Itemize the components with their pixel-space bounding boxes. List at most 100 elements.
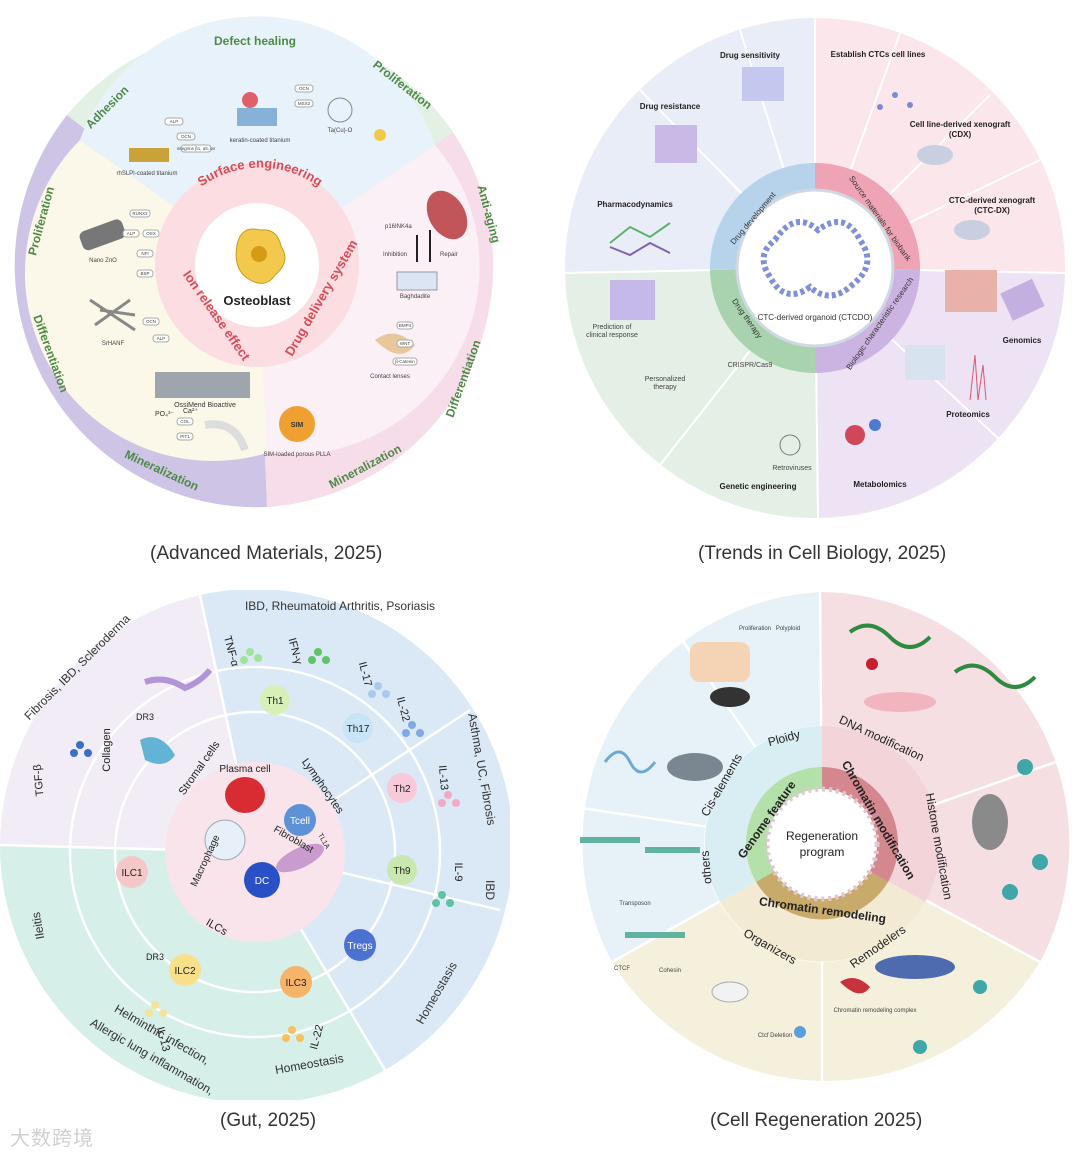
th1-label: Th1 — [266, 696, 284, 707]
ilc1-label: ILC1 — [121, 868, 143, 879]
metabolite-icon — [845, 425, 865, 445]
cohesin-label: Cohesin — [659, 968, 681, 974]
keratin-label: keratin-coated titanium — [230, 138, 291, 144]
panel-regeneration-diagram: Regeneration program Genome feature Chro… — [570, 592, 1075, 1097]
plasma-cell-icon — [225, 777, 265, 813]
gene-alp2-label: ALP — [127, 231, 136, 236]
dna-helix-icon — [848, 623, 932, 649]
th2-label: Th2 — [393, 784, 411, 795]
th9-label: Th9 — [393, 866, 411, 877]
sector-stromal — [0, 595, 255, 852]
sim-label: SIM — [291, 422, 304, 429]
drug-sensitivity-label: Drug sensitivity — [720, 51, 781, 60]
gene-wnt-label: WNT — [400, 341, 410, 346]
tregs-label: Tregs — [347, 941, 372, 952]
spectrum-icon — [969, 354, 987, 401]
center-label-1: Regeneration — [786, 829, 858, 843]
prediction-label-1: Prediction of — [593, 324, 632, 331]
gene-osx-label: OSX — [146, 231, 156, 236]
protein-icon — [905, 345, 945, 380]
axolotl-icon — [864, 692, 936, 712]
center-label: Osteoblast — [223, 293, 291, 308]
zebrafish-icon — [875, 955, 955, 979]
center-label-1: CTC-derived organoid (CTCDO) — [758, 313, 873, 322]
organoid-icon — [760, 219, 871, 299]
virus-icon — [779, 434, 801, 456]
genetic-engineering-label: Genetic engineering — [720, 482, 797, 491]
ibd-label: IBD — [483, 880, 497, 900]
dr3-label-stromal: DR3 — [136, 712, 154, 722]
cells-icon — [690, 642, 750, 682]
nanozno-label: Nano ZnO — [89, 258, 117, 264]
gene-col-label: COL — [180, 419, 190, 424]
cell-icon — [242, 92, 258, 108]
gene-bmp4-label: BMP4 — [399, 323, 412, 328]
mouse-icon-2 — [954, 220, 990, 240]
others-label: others — [698, 850, 715, 884]
proteomics-label: Proteomics — [946, 410, 990, 419]
ossimend-icon — [155, 372, 250, 398]
mouse-icon — [710, 687, 750, 707]
dc-icon — [244, 862, 280, 898]
sim-loaded-label: SIM-loaded porous PLLA — [263, 452, 330, 458]
chromatin-remodeling-complex-label: Chromatin remodeling complex — [833, 1008, 916, 1014]
establish-ctc-label: Establish CTCs cell lines — [831, 50, 926, 59]
stromal-cell-icon — [140, 737, 175, 764]
ileitis-label: Ileitis — [29, 911, 48, 940]
gene-alp3-label: ALP — [157, 336, 166, 341]
ctcf-label: CTCF — [614, 966, 630, 972]
ca-label: Ca²⁺ — [183, 408, 198, 415]
dc-label: DC — [255, 876, 269, 887]
panel-ctcdo-diagram: CTC-derived organoid (CTCDO) Drug develo… — [560, 15, 1075, 530]
transposon-label: Transposon — [619, 901, 650, 907]
gene-ocn-label: OCN — [181, 134, 191, 139]
dna-strand-icon — [603, 750, 657, 774]
fish-icon — [667, 753, 723, 781]
heatmap-icon — [945, 270, 997, 312]
gene-integrins-label: integrins β1, α5, αv — [177, 146, 216, 151]
plasma-cell-label: Plasma cell — [219, 764, 270, 775]
gene-pit1-label: PIT1 — [180, 434, 190, 439]
organoid-plate-icon — [610, 280, 655, 320]
watermark-logo: 大数跨境 — [10, 1126, 94, 1150]
personalized-label-2: therapy — [653, 384, 677, 391]
nano-zno-icon — [79, 219, 126, 251]
dr3-label-ilc: DR3 — [146, 952, 164, 962]
cdx-label-2: (CDX) — [949, 130, 972, 139]
panel-osteoblast-diagram: Osteoblast Surface engineering Ion relea… — [5, 0, 510, 530]
gene-msx2-label: MSX2 — [298, 101, 311, 106]
baghdadite-label: Baghdadite — [400, 294, 431, 300]
tcell-label: Tcell — [290, 816, 310, 827]
gene-bsp-label: BSP — [140, 271, 149, 276]
chromatin-ball-icon — [767, 789, 877, 899]
titanium-icon — [129, 148, 169, 162]
crispr-label: CRISPR/Cas9 — [728, 362, 773, 369]
il9-label: IL-9 — [452, 863, 464, 882]
plate-icon — [742, 67, 784, 101]
chart-line-icon — [609, 222, 671, 244]
center-label-2: program — [800, 845, 845, 859]
tgf-label: TGF-β — [32, 764, 47, 797]
defect-healing-label: Defect healing — [214, 34, 296, 48]
inhibition-label: Inhibition — [383, 252, 407, 258]
ilc2-label: ILC2 — [174, 966, 196, 977]
collagen-icon — [144, 668, 213, 692]
baghdadite-icon — [396, 271, 438, 291]
prediction-label-2: clinical response — [586, 332, 638, 339]
ibd-ra-psoriasis-label: IBD, Rheumatoid Arthritis, Psoriasis — [245, 599, 435, 613]
ilc3-label: ILC3 — [285, 978, 307, 989]
mouse-icon — [917, 145, 953, 165]
chromosome-icon — [580, 837, 640, 843]
srhanf-icon — [89, 298, 136, 332]
personalized-label-1: Personalized — [645, 376, 686, 383]
rhslp-label: rhSLPI-coated titanium — [116, 171, 177, 177]
drug-resistance-label: Drug resistance — [640, 102, 701, 111]
macrophage-icon — [204, 819, 246, 861]
caption-advanced-materials: (Advanced Materials, 2025) — [150, 543, 383, 564]
fibroblast-icon — [276, 843, 324, 873]
genomics-label: Genomics — [1003, 336, 1042, 345]
proliferation-label: Proliferation — [739, 626, 771, 632]
srhanf-label: SrHANF — [102, 341, 125, 347]
gene-ocn3-label: OCN — [146, 319, 156, 324]
plate-icon-2 — [655, 125, 697, 163]
